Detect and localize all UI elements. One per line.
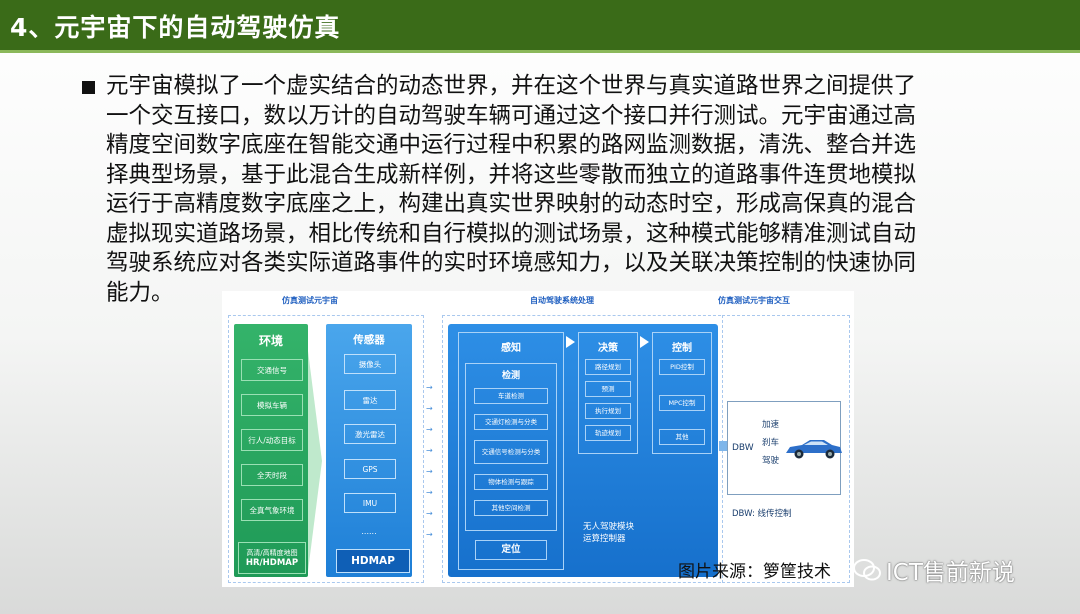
env-item: 交通信号 [241, 359, 303, 381]
decision-item: 路径规划 [585, 359, 631, 375]
perception-box: 感知 检测 车道检测 交通灯检测与分类 交通信号检测与分类 物体检测与跟踪 其他… [458, 332, 564, 570]
detection-box: 检测 车道检测 交通灯检测与分类 交通信号检测与分类 物体检测与跟踪 其他空间检… [465, 363, 557, 531]
sensor-item: 摄像头 [344, 354, 396, 374]
control-item: 其他 [659, 429, 705, 445]
decision-item: 预测 [585, 381, 631, 397]
body-line: 元宇宙模拟了一个虚实结合的动态世界，并在这个世界与真实道路世界之间提供了 [106, 73, 917, 99]
dbw-control: 刹车 [762, 438, 780, 448]
env-item: 行人/动态目标 [241, 429, 303, 451]
dbw-control: 加速 [762, 420, 780, 430]
body-line: 虚拟现实道路场景，相比传统和自行模拟的测试场景，这种模式能够精准测试自动 [106, 220, 917, 247]
connector-arrows-icon: →→→→→→→→ [426, 383, 433, 539]
processing-column: 感知 检测 车道检测 交通灯检测与分类 交通信号检测与分类 物体检测与跟踪 其他… [448, 324, 718, 577]
bullet-square [82, 81, 95, 94]
sensor-title: 传感器 [353, 334, 385, 346]
environment-column: 环境 交通信号 模拟车辆 行人/动态目标 全天时段 全真气象环境 高清/高精度地… [234, 324, 308, 577]
slide-title: 4、元宇宙下的自动驾驶仿真 [10, 13, 341, 42]
detection-item: 物体检测与跟踪 [474, 474, 548, 490]
chevron-right-icon [308, 351, 322, 571]
sensor-item: 激光雷达 [344, 424, 396, 444]
dbw-box: DBW 加速 刹车 驾驶 [727, 401, 842, 495]
body-paragraph: 元宇宙模拟了一个虚实结合的动态世界，并在这个世界与真实道路世界之间提供了 一个交… [84, 72, 1004, 308]
wechat-icon [853, 559, 881, 581]
decision-title: 决策 [598, 343, 618, 354]
control-title: 控制 [672, 343, 692, 354]
dbw-control: 驾驶 [762, 456, 780, 466]
hdmap-box: HDMAP [336, 549, 410, 573]
watermark-text: ICT售前新说 [886, 560, 1015, 586]
sensor-item: IMU [344, 493, 396, 513]
body-line: 驾驶系统应对各类实际道路事件的实时环境感知力，以及关联决策控制的快速协同 [106, 250, 917, 276]
decision-box: 决策 路径规划 预测 执行规划 轨迹规划 [578, 332, 638, 454]
processing-note: 无人驾驶模块 运算控制器 [583, 521, 634, 545]
decision-item: 执行规划 [585, 403, 631, 419]
watermark: ICT售前新说 [852, 553, 1015, 587]
detection-title: 检测 [501, 371, 520, 381]
title-bar: 4、元宇宙下的自动驾驶仿真 [0, 0, 1080, 53]
decision-item: 轨迹规划 [585, 425, 631, 441]
perception-title: 感知 [501, 343, 521, 354]
detection-item: 交通灯检测与分类 [474, 414, 548, 430]
arrow-right-icon [640, 336, 649, 348]
body-line: 能力。 [106, 279, 174, 306]
dbw-label: DBW [732, 443, 754, 453]
section-title-processing: 自动驾驶系统处理 [530, 296, 594, 305]
localization-box: 定位 [475, 540, 547, 560]
sensor-more: ...... [361, 527, 377, 536]
sensor-column: 传感器 摄像头 雷达 激光雷达 GPS IMU ...... HDMAP [326, 324, 412, 577]
dbw-controls: 加速 刹车 驾驶 [762, 416, 779, 470]
detection-item: 其他空间检测 [474, 500, 548, 516]
env-item: 全天时段 [241, 464, 303, 486]
env-map-big: HR/HDMAP [245, 558, 299, 568]
note-line: 运算控制器 [583, 534, 626, 544]
detection-item: 交通信号检测与分类 [474, 440, 548, 464]
env-map-small: 高清/高精度地图 [246, 549, 298, 557]
control-item: MPC控制 [659, 395, 705, 411]
body-line: 择典型场景，基于此混合生成新样例，并将这些零散而独立的道路事件连贯地模拟 [106, 161, 917, 188]
dbw-arrow-icon [719, 441, 731, 451]
body-line: 运行于高精度数字底座之上，构建出真实世界映射的动态时空，形成高保真的混合 [106, 191, 917, 217]
sensor-item: GPS [344, 459, 396, 479]
env-map-box: 高清/高精度地图 HR/HDMAP [238, 542, 306, 574]
section-title-interaction: 仿真测试元宇宙交互 [718, 296, 790, 305]
body-line: 一个交互接口，数以万计的自动驾驶车辆可通过这个接口并行测试。元宇宙通过高 [106, 102, 917, 129]
note-line: 无人驾驶模块 [583, 522, 635, 532]
sensor-item: 雷达 [344, 390, 396, 410]
image-source: 图片来源：箩筐技术 [678, 562, 831, 582]
dbw-caption: DBW: 线传控制 [732, 509, 792, 519]
environment-title: 环境 [258, 334, 283, 348]
body-line: 精度空间数字底座在智能交通中运行过程中积累的路网监测数据，清洗、整合并选 [106, 132, 917, 158]
detection-item: 车道检测 [474, 388, 548, 404]
section-title-sim: 仿真测试元宇宙 [282, 296, 338, 305]
architecture-diagram: 仿真测试元宇宙 自动驾驶系统处理 仿真测试元宇宙交互 环境 交通信号 模拟车辆 … [222, 291, 854, 587]
control-item: PID控制 [659, 359, 705, 375]
env-item: 模拟车辆 [241, 394, 303, 416]
car-icon [786, 440, 842, 459]
env-item: 全真气象环境 [241, 499, 303, 521]
arrow-right-icon [566, 336, 575, 348]
control-box: 控制 PID控制 MPC控制 其他 [652, 332, 712, 454]
